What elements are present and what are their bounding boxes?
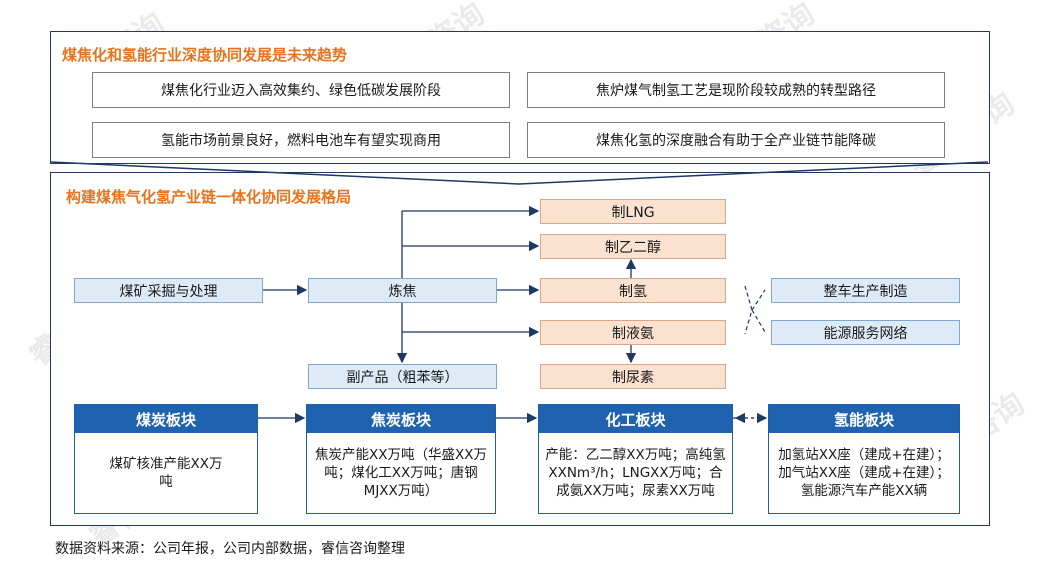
block-body: 煤矿核准产能XX万吨 [109,456,223,490]
block-title: 化工板块 [539,405,732,433]
ammonia-box: 制液氨 [540,320,726,345]
block-body: 加氢站XX座（建成+在建）；加气站XX座（建成+在建）；氢能源汽车产能XX辆 [778,447,950,499]
bottom-section-title: 构建煤焦气化氢产业链一体化协同发展格局 [66,188,352,206]
hydrogen-block: 氢能板块 加氢站XX座（建成+在建）；加气站XX座（建成+在建）；氢能源汽车产能… [768,404,960,514]
coking-box: 炼焦 [308,278,497,303]
coal-block: 煤炭板块 煤矿核准产能XX万吨 [74,404,258,514]
energy-network-box: 能源服务网络 [771,320,960,345]
trend-item: 煤焦化氢的深度融合有助于全产业链节能降碳 [527,122,945,158]
top-section-title: 煤焦化和氢能行业深度协同发展是未来趋势 [62,46,348,64]
block-title: 焦炭板块 [307,405,495,433]
trend-item: 氢能市场前景良好，燃料电池车有望实现商用 [92,122,510,158]
block-body: 产能：乙二醇XX万吨；高纯氢XXNm³/h；LNGXX万吨；合成氨XX万吨；尿素… [545,447,726,499]
glycol-box: 制乙二醇 [540,234,726,259]
urea-box: 制尿素 [540,364,726,389]
byproduct-box: 副产品（粗苯等） [308,364,497,389]
block-title: 氢能板块 [769,405,959,433]
lng-box: 制LNG [540,199,726,224]
coal-mining-box: 煤矿采掘与处理 [74,278,263,303]
trend-item: 焦炉煤气制氢工艺是现阶段较成熟的转型路径 [527,72,945,108]
data-source-note: 数据资料来源：公司年报，公司内部数据，睿信咨询整理 [55,541,405,557]
block-title: 煤炭板块 [75,405,257,433]
block-body: 焦炭产能XX万吨（华盛XX万吨；煤化工XX万吨；唐钢MJXX万吨） [315,447,487,499]
trend-item: 煤焦化行业迈入高效集约、绿色低碳发展阶段 [92,72,510,108]
vehicle-box: 整车生产制造 [771,278,960,303]
coke-block: 焦炭板块 焦炭产能XX万吨（华盛XX万吨；煤化工XX万吨；唐钢MJXX万吨） [306,404,496,514]
chemical-block: 化工板块 产能：乙二醇XX万吨；高纯氢XXNm³/h；LNGXX万吨；合成氨XX… [538,404,733,514]
hydrogen-box: 制氢 [540,278,726,303]
